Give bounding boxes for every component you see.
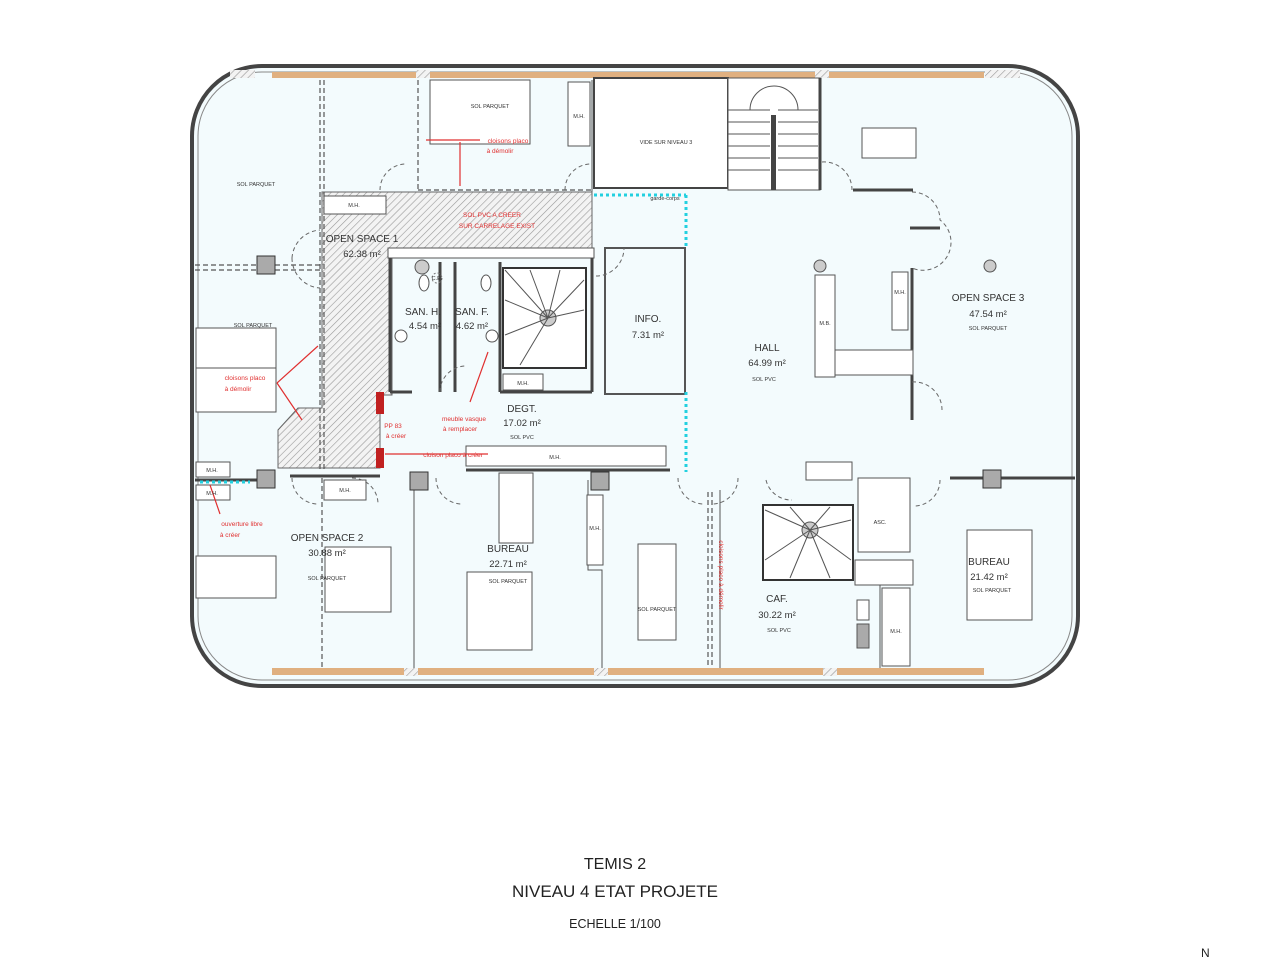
annotation-text: cloisons placo à démolir bbox=[717, 540, 724, 610]
spiral-stair-1 bbox=[502, 267, 587, 369]
room-floor-caf: SOL PVC bbox=[767, 628, 791, 634]
room-name-san-h: SAN. H. bbox=[405, 307, 441, 318]
window-band-top bbox=[272, 72, 984, 78]
room-name-open-space-2: OPEN SPACE 2 bbox=[291, 533, 364, 544]
annotation-text: cloison placo à créer bbox=[423, 452, 483, 459]
room-name-san-f: SAN. F. bbox=[455, 307, 489, 318]
equipment-label: M.B. bbox=[819, 321, 831, 327]
annotation-text: ouverture libre bbox=[221, 521, 263, 528]
annotation-text: cloisons placo bbox=[488, 138, 529, 145]
equipment-label: M.H. bbox=[339, 488, 351, 494]
floor-label: SOL PARQUET bbox=[237, 182, 276, 188]
room-area-degt: 17.02 m² bbox=[503, 418, 541, 429]
room-name-info: INFO. bbox=[635, 314, 662, 325]
annotation-text: à démolir bbox=[487, 148, 515, 155]
annotation-text: à créer bbox=[386, 433, 407, 440]
room-area-bureau-1: 22.71 m² bbox=[489, 559, 527, 570]
annotation-text: SOL PVC A CREER bbox=[463, 212, 521, 219]
room-area-hall: 64.99 m² bbox=[748, 358, 786, 369]
toilet-icon bbox=[418, 274, 430, 292]
room-area-info: 7.31 m² bbox=[632, 330, 664, 341]
room-floor-open-space-2: SOL PARQUET bbox=[308, 576, 347, 582]
equipment-label: M.H. bbox=[589, 526, 601, 532]
room-area-san-h: 4.54 m² bbox=[409, 321, 441, 332]
equipment-label: M.H. bbox=[206, 468, 218, 474]
floor-label: SOL PARQUET bbox=[638, 607, 677, 613]
room-area-open-space-3: 47.54 m² bbox=[969, 309, 1007, 320]
equipment-label: C.E. bbox=[432, 276, 443, 282]
sheet-title: NIVEAU 4 ETAT PROJETE bbox=[512, 882, 718, 901]
room-area-caf: 30.22 m² bbox=[758, 610, 796, 621]
annotation-text: meuble vasque bbox=[442, 416, 486, 423]
equipment-label: M.H. bbox=[890, 629, 902, 635]
annotation-text: cloisons placo bbox=[225, 375, 266, 382]
room-area-open-space-2: 30.88 m² bbox=[308, 548, 346, 559]
room-name-open-space-3: OPEN SPACE 3 bbox=[952, 293, 1025, 304]
room-name-bureau-1: BUREAU bbox=[487, 544, 529, 555]
room-floor-bureau-1: SOL PARQUET bbox=[489, 579, 528, 585]
sink-icon bbox=[485, 329, 499, 343]
annotation-text: à démolir bbox=[225, 386, 253, 393]
project-title: TEMIS 2 bbox=[583, 856, 647, 873]
equipment-label: M.H. bbox=[517, 381, 529, 387]
toilet-icon bbox=[480, 274, 492, 292]
annotation-text: à créer bbox=[220, 532, 241, 539]
equipment-label: M.H. bbox=[348, 203, 360, 209]
room-floor-open-space-3: SOL PARQUET bbox=[969, 326, 1008, 332]
room-name-hall: HALL bbox=[754, 343, 779, 354]
room-name-caf: CAF. bbox=[766, 594, 788, 605]
elevator-label: ASC. bbox=[874, 520, 887, 526]
equipment-label: M.H. bbox=[549, 455, 561, 461]
guardrail-label: garde-corps bbox=[650, 196, 680, 202]
north-label: N bbox=[1201, 946, 1210, 960]
room-floor-bureau-2: SOL PARQUET bbox=[973, 588, 1012, 594]
annotation-text: à remplacer bbox=[443, 426, 478, 433]
floor-label: SOL PARQUET bbox=[234, 323, 273, 329]
spiral-stair-2 bbox=[762, 504, 854, 581]
room-area-open-space-1: 62.38 m² bbox=[343, 249, 381, 260]
room-area-bureau-2: 21.42 m² bbox=[970, 572, 1008, 583]
scale-label: ECHELLE 1/100 bbox=[569, 917, 661, 931]
equipment-label: M.H. bbox=[894, 290, 906, 296]
stair-straight bbox=[727, 77, 821, 191]
new-pvc-floor-zone bbox=[277, 191, 593, 469]
equipment-label: M.H. bbox=[573, 114, 585, 120]
void-label: VIDE SUR NIVEAU 3 bbox=[640, 140, 693, 146]
annotation-text: PP 83 bbox=[384, 423, 402, 430]
sink-icon bbox=[394, 329, 408, 343]
floor-label: SOL PARQUET bbox=[471, 104, 510, 110]
annotation-text: SUR CARRELAGE EXIST bbox=[459, 223, 535, 230]
room-area-san-f: 4.62 m² bbox=[456, 321, 488, 332]
room-floor-degt: SOL PVC bbox=[510, 435, 534, 441]
window-band-bottom bbox=[272, 668, 984, 675]
room-name-bureau-2: BUREAU bbox=[968, 557, 1010, 568]
room-floor-hall: SOL PVC bbox=[752, 377, 776, 383]
room-name-degt: DEGT. bbox=[507, 404, 536, 415]
room-name-open-space-1: OPEN SPACE 1 bbox=[326, 234, 399, 245]
equipment-label: M.H. bbox=[206, 491, 218, 497]
